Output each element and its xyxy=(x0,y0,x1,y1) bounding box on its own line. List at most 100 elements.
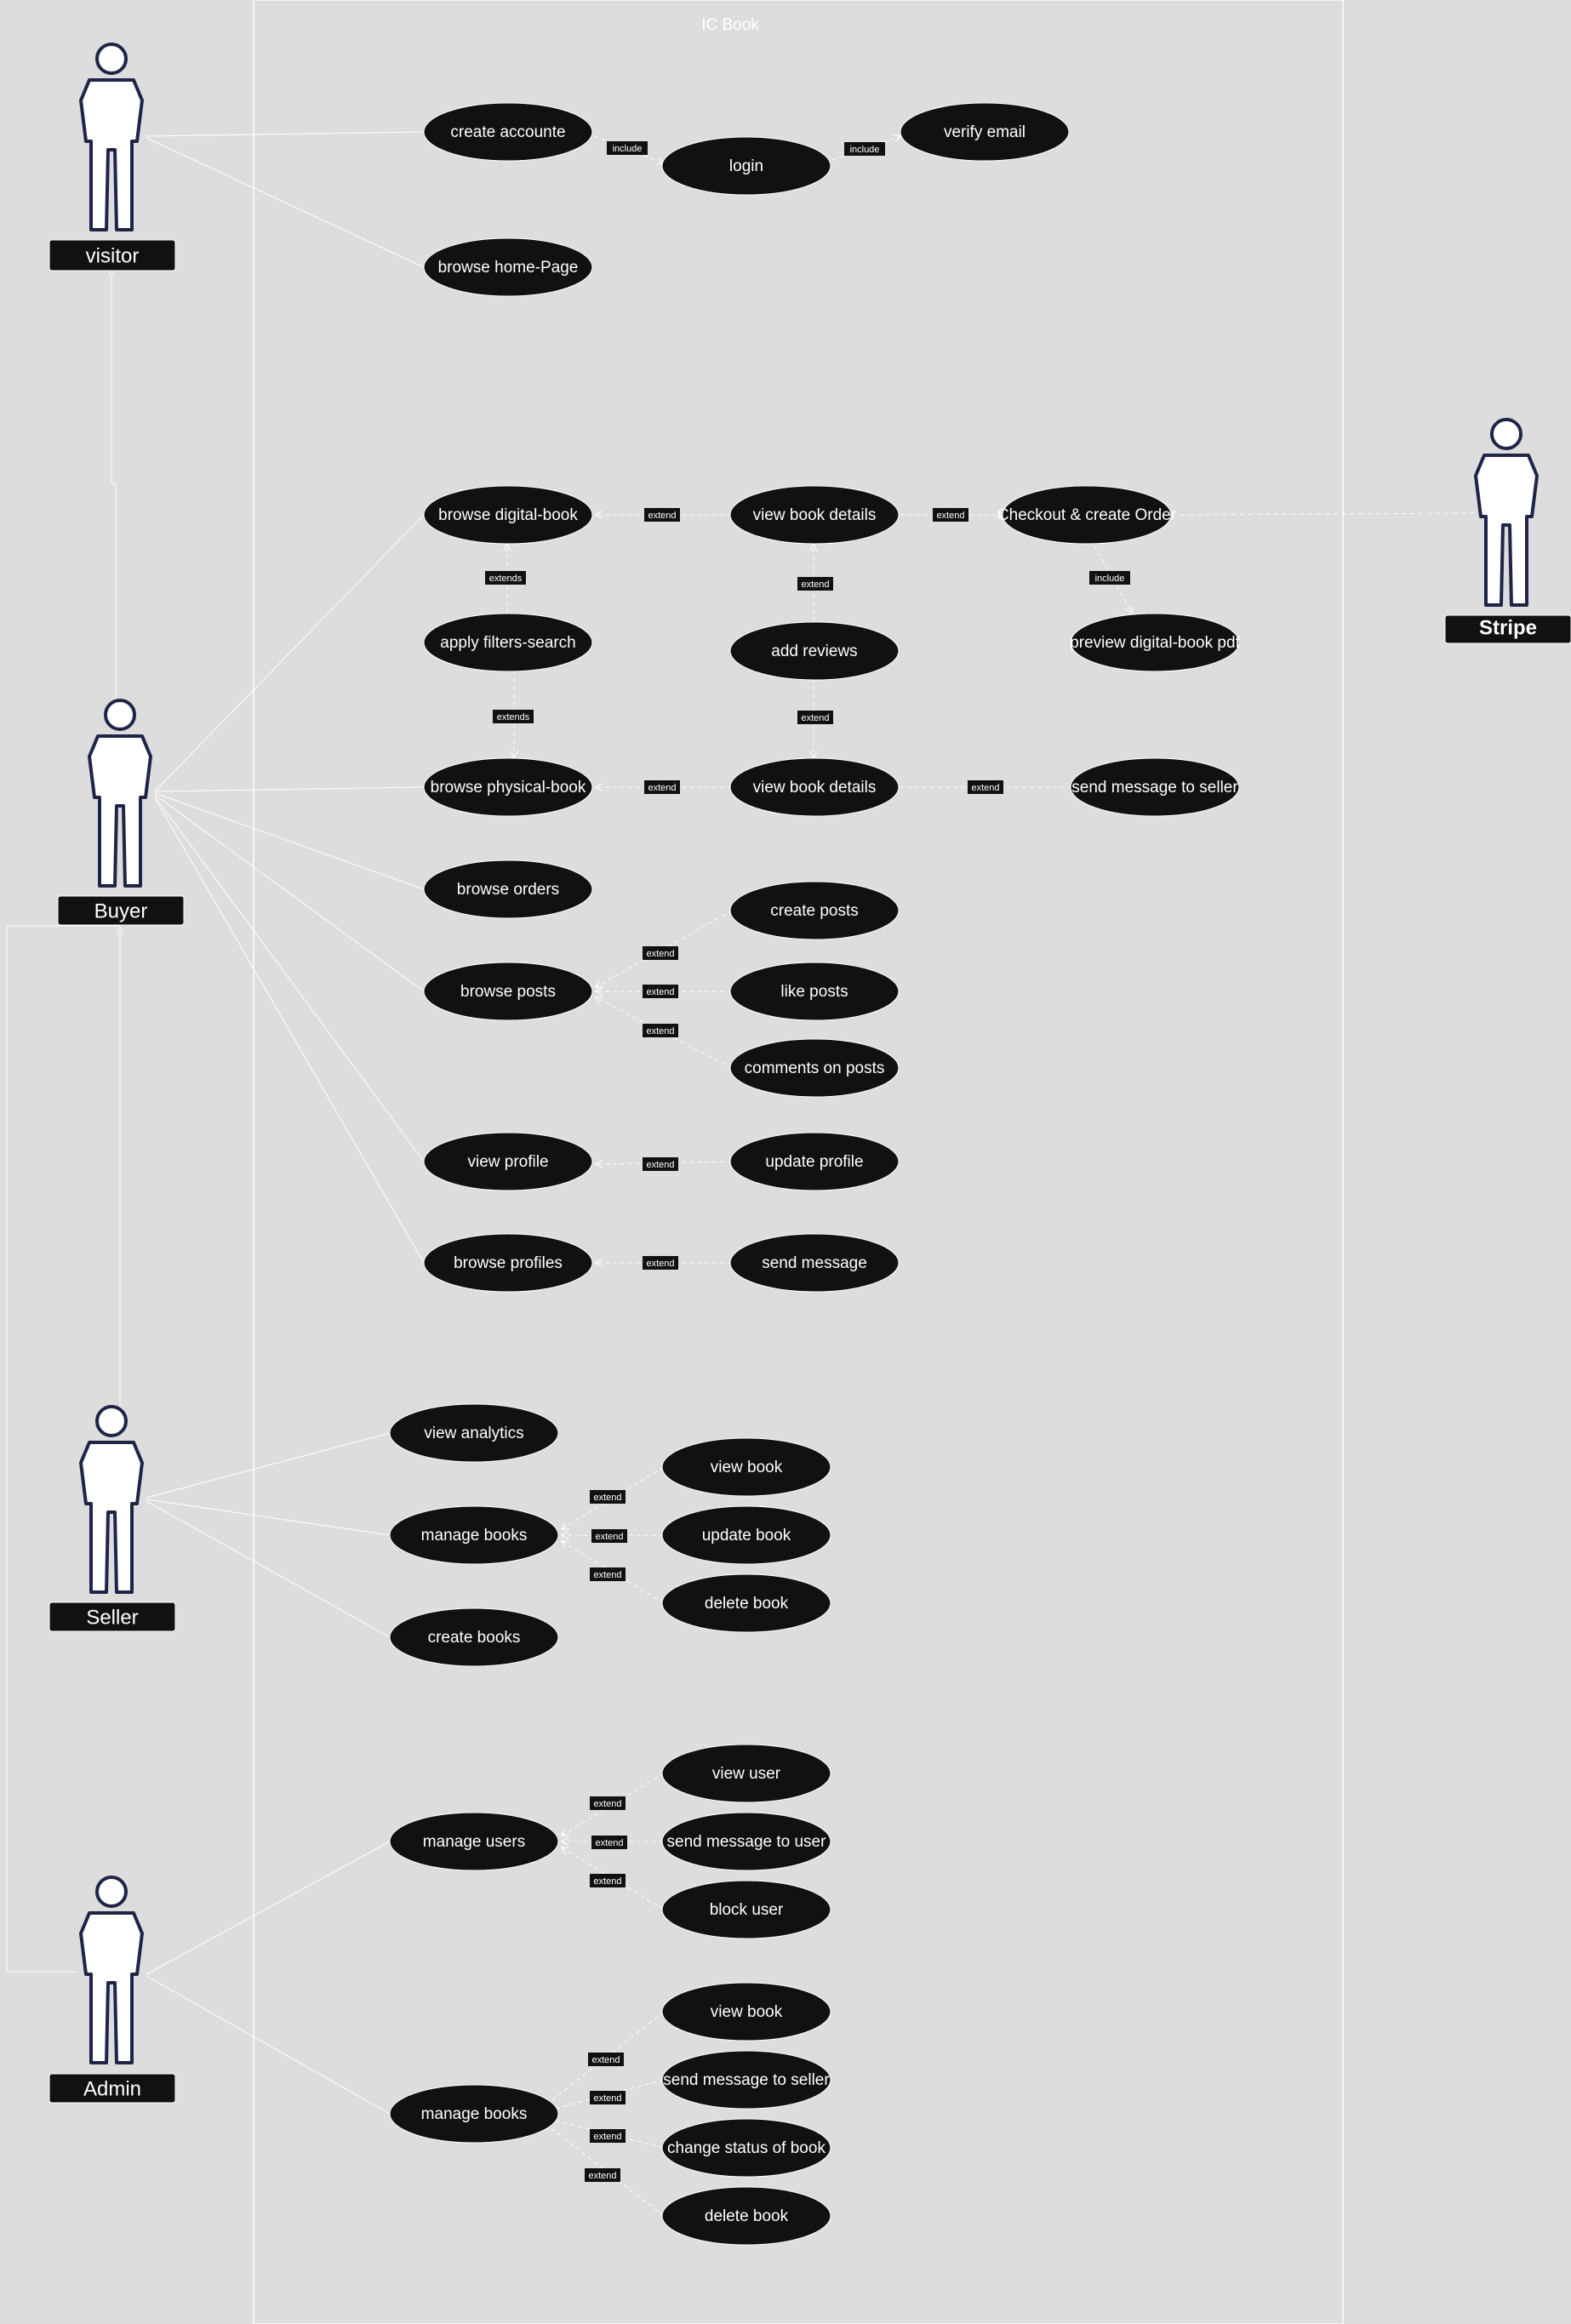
use-case-uc22[interactable]: send message xyxy=(729,1233,900,1293)
use-case-ellipse[interactable] xyxy=(661,1812,831,1871)
use-case-ellipse[interactable] xyxy=(661,1573,831,1633)
use-case-ellipse[interactable] xyxy=(661,2050,831,2110)
use-case-uc17[interactable]: like posts xyxy=(729,962,900,1021)
use-case-ellipse[interactable] xyxy=(661,2186,831,2246)
extend-label: extend xyxy=(644,508,680,522)
use-case-ellipse[interactable] xyxy=(729,962,900,1021)
use-case-ellipse[interactable] xyxy=(729,1038,900,1098)
use-case-uc30[interactable]: view user xyxy=(661,1744,831,1803)
use-case-ellipse[interactable] xyxy=(661,1880,831,1939)
use-case-uc12[interactable]: view book details xyxy=(729,757,900,817)
use-case-ellipse[interactable] xyxy=(423,1132,593,1191)
use-case-uc35[interactable]: send message to seller xyxy=(661,2050,831,2110)
use-case-label: delete book xyxy=(705,1595,789,1613)
use-case-ellipse[interactable] xyxy=(1002,485,1172,545)
use-case-ellipse[interactable] xyxy=(900,102,1070,162)
use-case-label: view analytics xyxy=(424,1425,523,1442)
use-case-uc33[interactable]: manage books xyxy=(389,2084,559,2144)
use-case-ellipse[interactable] xyxy=(423,757,593,817)
use-case-ellipse[interactable] xyxy=(423,237,593,297)
actor-stripe[interactable]: Stripe xyxy=(1444,418,1571,644)
actor-buyer[interactable]: Buyer xyxy=(57,699,185,926)
use-case-ellipse[interactable] xyxy=(729,757,900,817)
extend-label: extend xyxy=(797,577,833,591)
extend-label: extend xyxy=(643,1256,678,1270)
use-case-label: view book xyxy=(711,1459,783,1476)
use-case-ellipse[interactable] xyxy=(389,1812,559,1871)
use-case-uc15[interactable]: browse posts xyxy=(423,962,593,1021)
use-case-uc21[interactable]: browse profiles xyxy=(423,1233,593,1293)
use-case-ellipse[interactable] xyxy=(423,613,593,672)
use-case-uc36[interactable]: change status of book xyxy=(661,2118,831,2178)
use-case-uc25[interactable]: view book xyxy=(661,1437,831,1497)
use-case-ellipse[interactable] xyxy=(729,621,900,681)
use-case-uc24[interactable]: manage books xyxy=(389,1505,559,1565)
use-case-uc27[interactable]: delete book xyxy=(661,1573,831,1633)
use-case-uc23[interactable]: view analytics xyxy=(389,1403,559,1463)
use-case-uc10[interactable]: preview digital-book pdf xyxy=(1070,613,1241,672)
svg-text:extend: extend xyxy=(936,511,964,521)
svg-text:extend: extend xyxy=(593,2093,621,2104)
use-case-label: comments on posts xyxy=(745,1059,885,1077)
use-case-ellipse[interactable] xyxy=(661,1982,831,2041)
use-case-uc11[interactable]: browse physical-book xyxy=(423,757,593,817)
use-case-uc8[interactable]: apply filters-search xyxy=(423,613,593,672)
use-case-uc14[interactable]: browse orders xyxy=(423,859,593,919)
extends-label: extends xyxy=(493,710,534,723)
use-case-uc1[interactable]: create accounte xyxy=(423,102,593,162)
use-case-ellipse[interactable] xyxy=(423,102,593,162)
use-case-label: send message to user xyxy=(667,1833,827,1851)
use-case-ellipse[interactable] xyxy=(423,485,593,545)
use-case-uc6[interactable]: view book details xyxy=(729,485,900,545)
use-case-uc3[interactable]: verify email xyxy=(900,102,1070,162)
use-case-ellipse[interactable] xyxy=(1070,613,1240,672)
extend-label: extend xyxy=(644,780,680,794)
use-case-ellipse[interactable] xyxy=(1070,757,1240,817)
svg-text:extends: extends xyxy=(497,712,530,722)
use-case-ellipse[interactable] xyxy=(729,1132,900,1191)
use-case-ellipse[interactable] xyxy=(729,881,900,940)
use-case-uc32[interactable]: block user xyxy=(661,1880,831,1939)
use-case-uc2[interactable]: login xyxy=(661,136,831,196)
use-case-uc28[interactable]: create books xyxy=(389,1607,559,1667)
use-case-ellipse[interactable] xyxy=(661,1437,831,1497)
use-case-uc7[interactable]: Checkout & create Order xyxy=(997,485,1177,545)
extend-label: extend xyxy=(797,711,833,724)
use-case-uc13[interactable]: send message to seller xyxy=(1070,757,1240,817)
use-case-uc29[interactable]: manage users xyxy=(389,1812,559,1871)
use-case-uc26[interactable]: update book xyxy=(661,1505,831,1565)
use-case-uc4[interactable]: browse home-Page xyxy=(423,237,593,297)
use-case-ellipse[interactable] xyxy=(729,1233,900,1293)
use-case-uc19[interactable]: view profile xyxy=(423,1132,593,1191)
actor-seller[interactable]: Seller xyxy=(49,1405,176,1632)
svg-text:extend: extend xyxy=(593,1876,621,1887)
use-case-ellipse[interactable] xyxy=(389,1505,559,1565)
use-case-ellipse[interactable] xyxy=(423,962,593,1021)
use-case-uc18[interactable]: comments on posts xyxy=(729,1038,900,1098)
use-case-label: verify email xyxy=(944,123,1025,141)
use-case-uc5[interactable]: browse digital-book xyxy=(423,485,593,545)
use-case-ellipse[interactable] xyxy=(423,1233,593,1293)
use-case-uc34[interactable]: view book xyxy=(661,1982,831,2041)
extend-label: extend xyxy=(590,1490,626,1504)
use-case-uc37[interactable]: delete book xyxy=(661,2186,831,2246)
use-case-ellipse[interactable] xyxy=(389,1403,559,1463)
use-case-ellipse[interactable] xyxy=(661,2118,831,2178)
use-case-uc20[interactable]: update profile xyxy=(729,1132,900,1191)
use-case-ellipse[interactable] xyxy=(661,1505,831,1565)
use-case-uc16[interactable]: create posts xyxy=(729,881,900,940)
actor-visitor[interactable]: visitor xyxy=(49,43,176,271)
use-case-ellipse[interactable] xyxy=(661,1744,831,1803)
use-case-uc9[interactable]: add reviews xyxy=(729,621,900,681)
use-case-ellipse[interactable] xyxy=(661,136,831,196)
use-case-ellipse[interactable] xyxy=(389,1607,559,1667)
use-case-label: manage books xyxy=(421,2105,528,2123)
actor-admin[interactable]: Admin xyxy=(49,1876,176,2104)
use-case-ellipse[interactable] xyxy=(729,485,900,545)
use-case-label: view user xyxy=(712,1765,781,1783)
use-case-ellipse[interactable] xyxy=(423,859,593,919)
use-case-ellipse[interactable] xyxy=(389,2084,559,2144)
use-case-uc31[interactable]: send message to user xyxy=(661,1812,831,1871)
extend-label: extend xyxy=(590,2091,626,2104)
